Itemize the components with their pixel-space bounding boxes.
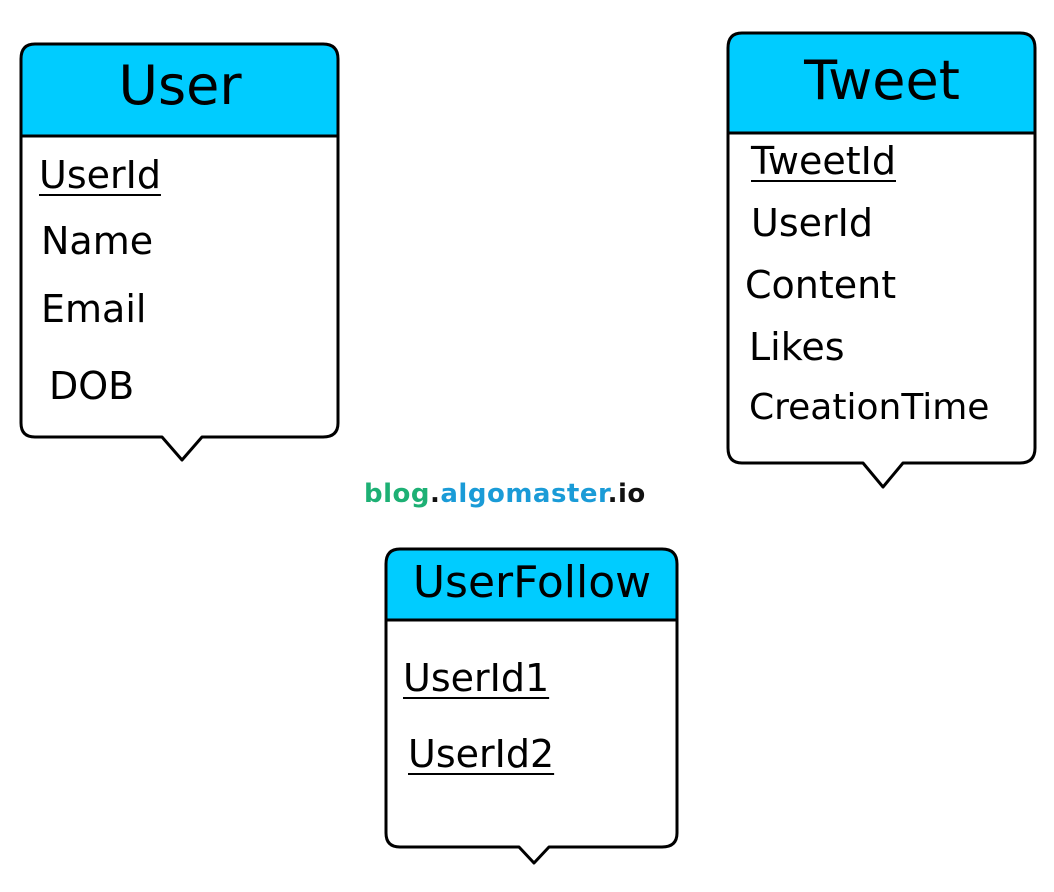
user-field-userid: UserId <box>39 153 161 197</box>
watermark-blog: blog <box>364 479 430 509</box>
watermark-dot-1: . <box>430 479 441 509</box>
watermark-io: io <box>618 479 646 509</box>
user-field-name: Name <box>41 219 154 263</box>
watermark-dot-2: . <box>607 479 619 509</box>
userfollow-field-userid2: UserId2 <box>408 732 555 776</box>
user-entity-shape <box>19 42 340 462</box>
tweet-entity: Tweet TweetId UserId Content Likes Creat… <box>726 31 1037 490</box>
user-field-email: Email <box>41 287 147 331</box>
tweet-field-content: Content <box>745 263 897 307</box>
userfollow-field-userid1: UserId1 <box>403 656 550 700</box>
user-entity-title: User <box>118 54 242 117</box>
tweet-field-tweetid: TweetId <box>751 139 896 183</box>
userfollow-entity-shape <box>384 547 679 865</box>
watermark-algomaster: algomaster <box>440 479 608 509</box>
userfollow-entity: UserFollow UserId1 UserId2 <box>384 547 679 868</box>
watermark: blog.algomaster.io <box>364 481 646 507</box>
user-field-dob: DOB <box>49 364 135 408</box>
tweet-entity-shape <box>726 31 1037 489</box>
user-entity: User UserId Name Email DOB <box>19 42 340 463</box>
tweet-field-userid: UserId <box>751 201 873 245</box>
tweet-field-likes: Likes <box>749 325 845 369</box>
tweet-field-creationtime: CreationTime <box>749 387 990 428</box>
tweet-entity-title: Tweet <box>804 49 960 112</box>
userfollow-entity-title: UserFollow <box>412 557 652 608</box>
